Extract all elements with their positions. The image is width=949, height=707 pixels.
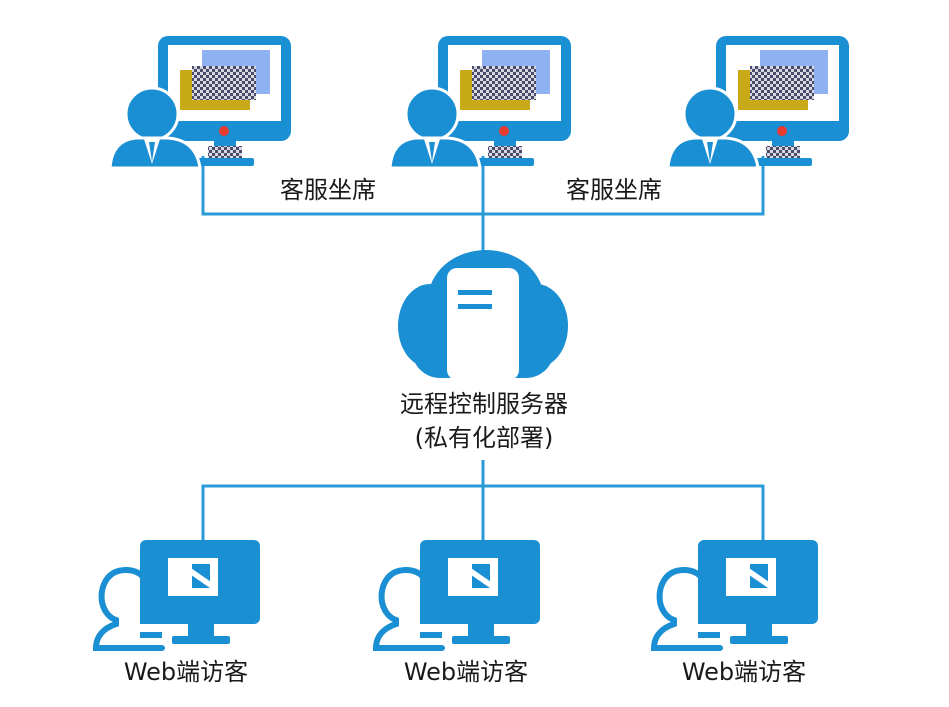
visitor-label-3: Web端访客 <box>681 658 807 686</box>
server-label: 远程控制服务器 <box>400 390 568 418</box>
agent-label-right: 客服坐席 <box>566 176 662 204</box>
agent-label-left: 客服坐席 <box>280 176 376 204</box>
web-visitor-icon <box>96 540 260 648</box>
connection-lines <box>201 156 765 540</box>
agent-workstation-icon <box>108 34 293 170</box>
web-visitor-icon <box>376 540 540 648</box>
agent-workstation-icon <box>666 34 851 170</box>
server-deployment-label: (私有化部署) <box>414 424 554 452</box>
web-visitor-icon <box>654 540 818 648</box>
cloud-server-icon <box>398 250 568 380</box>
visitor-label-1: Web端访客 <box>123 658 249 686</box>
visitor-label-2: Web端访客 <box>403 658 529 686</box>
agent-workstation-icon <box>388 34 573 170</box>
